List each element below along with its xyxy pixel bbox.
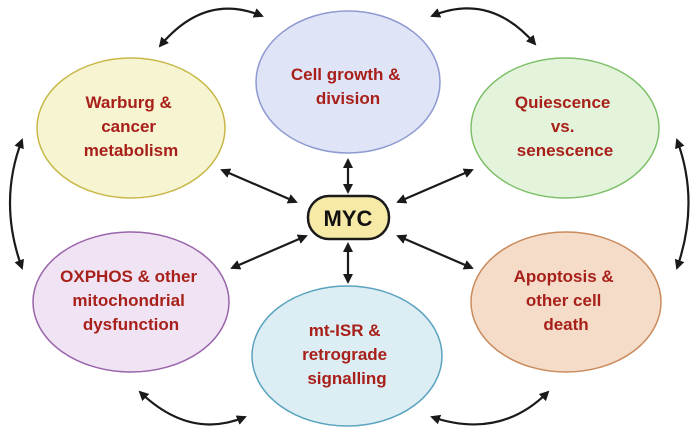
- hub-myc: MYC: [306, 194, 391, 241]
- node-apoptosis: Apoptosis & other cell death: [470, 231, 662, 373]
- node-oxphos-label: OXPHOS & other mitochondrial dysfunction: [60, 267, 202, 334]
- hub-myc-box: [306, 194, 391, 241]
- arrow-warburg-oxphos: [8, 138, 24, 270]
- node-cell-growth-label: Cell growth & division: [291, 65, 405, 108]
- arrow-mtisr-apoptosis: [430, 390, 550, 426]
- node-warburg-shape: [36, 57, 226, 199]
- node-warburg-label: Warburg & cancer metabolism: [84, 93, 178, 160]
- node-quiescence: Quiescence vs. senescence: [470, 57, 660, 199]
- node-oxphos-shape: [32, 231, 230, 373]
- node-cell-growth: Cell growth & division: [255, 10, 441, 154]
- arrow-myc-apoptosis: [396, 234, 474, 270]
- arrow-myc-warburg: [220, 168, 298, 204]
- outer-arrows: [8, 7, 690, 426]
- hub-myc-label: MYC: [324, 206, 373, 231]
- node-mt-isr: mt-ISR & retrograde signalling: [251, 285, 443, 427]
- arrow-oxphos-mtisr: [138, 390, 247, 426]
- node-quiescence-shape: [470, 57, 660, 199]
- arrow-myc-oxphos: [230, 234, 308, 270]
- node-quiescence-label: Quiescence vs. senescence: [515, 93, 615, 160]
- radial-arrows: [220, 158, 474, 284]
- node-warburg: Warburg & cancer metabolism: [36, 57, 226, 199]
- arrow-warburg-cellgrowth: [158, 7, 264, 48]
- arrow-quiescence-apoptosis: [674, 138, 690, 270]
- arrow-cellgrowth-quiescence: [430, 7, 537, 46]
- node-apoptosis-label: Apoptosis & other cell death: [514, 267, 619, 334]
- node-oxphos: OXPHOS & other mitochondrial dysfunction: [32, 231, 230, 373]
- node-mt-isr-shape: [251, 285, 443, 427]
- arrow-myc-quiescence: [396, 168, 474, 204]
- node-apoptosis-shape: [470, 231, 662, 373]
- node-cell-growth-shape: [255, 10, 441, 154]
- node-mt-isr-label: mt-ISR & retrograde signalling: [302, 321, 392, 388]
